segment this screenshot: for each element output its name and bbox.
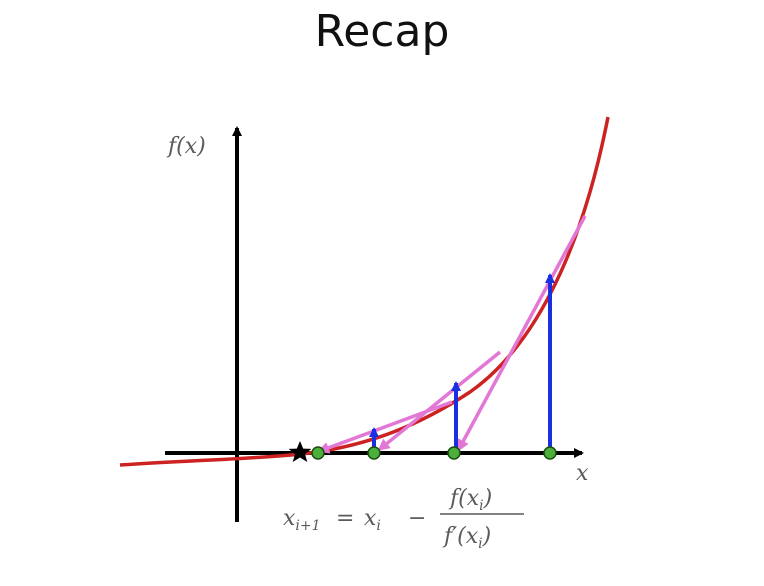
iterate-point (367, 446, 381, 460)
formula-num-fn: f(x (448, 486, 480, 511)
star-root-icon (288, 441, 312, 462)
formula-den-fn: f′(x (442, 524, 479, 549)
formula-den-close: ) (482, 524, 492, 549)
iterate-point (543, 446, 557, 460)
slide-title: Recap (314, 6, 450, 57)
formula-lhs-sub: i+1 (295, 518, 320, 534)
formula-minus: − (408, 506, 426, 531)
svg-text:xi: xi (364, 506, 381, 534)
tangent-step-1 (457, 215, 587, 452)
svg-text:f′(xi): f′(xi) (442, 524, 491, 552)
formula-num-close: ) (483, 486, 493, 511)
formula-equals: = (336, 506, 354, 531)
formula-num-sub: i (479, 498, 483, 514)
newton-update-formula: xi+1 = xi − f(xi) f′(xi) (283, 486, 524, 552)
formula-den-sub: i (478, 536, 482, 552)
x-axis-label: x (576, 461, 589, 486)
formula-rhs-sub: i (376, 518, 380, 534)
tangent-step-2 (377, 350, 502, 451)
formula-lhs-var: x (283, 506, 296, 531)
svg-text:f(xi): f(xi) (448, 486, 492, 514)
formula-rhs-var: x (364, 506, 377, 531)
svg-text:xi+1: xi+1 (283, 506, 321, 534)
iterate-point (447, 446, 461, 460)
tangent-step-3 (317, 400, 453, 454)
iterate-point (311, 446, 325, 460)
function-curve (119, 116, 610, 467)
y-axis-label: f(x) (166, 134, 206, 159)
